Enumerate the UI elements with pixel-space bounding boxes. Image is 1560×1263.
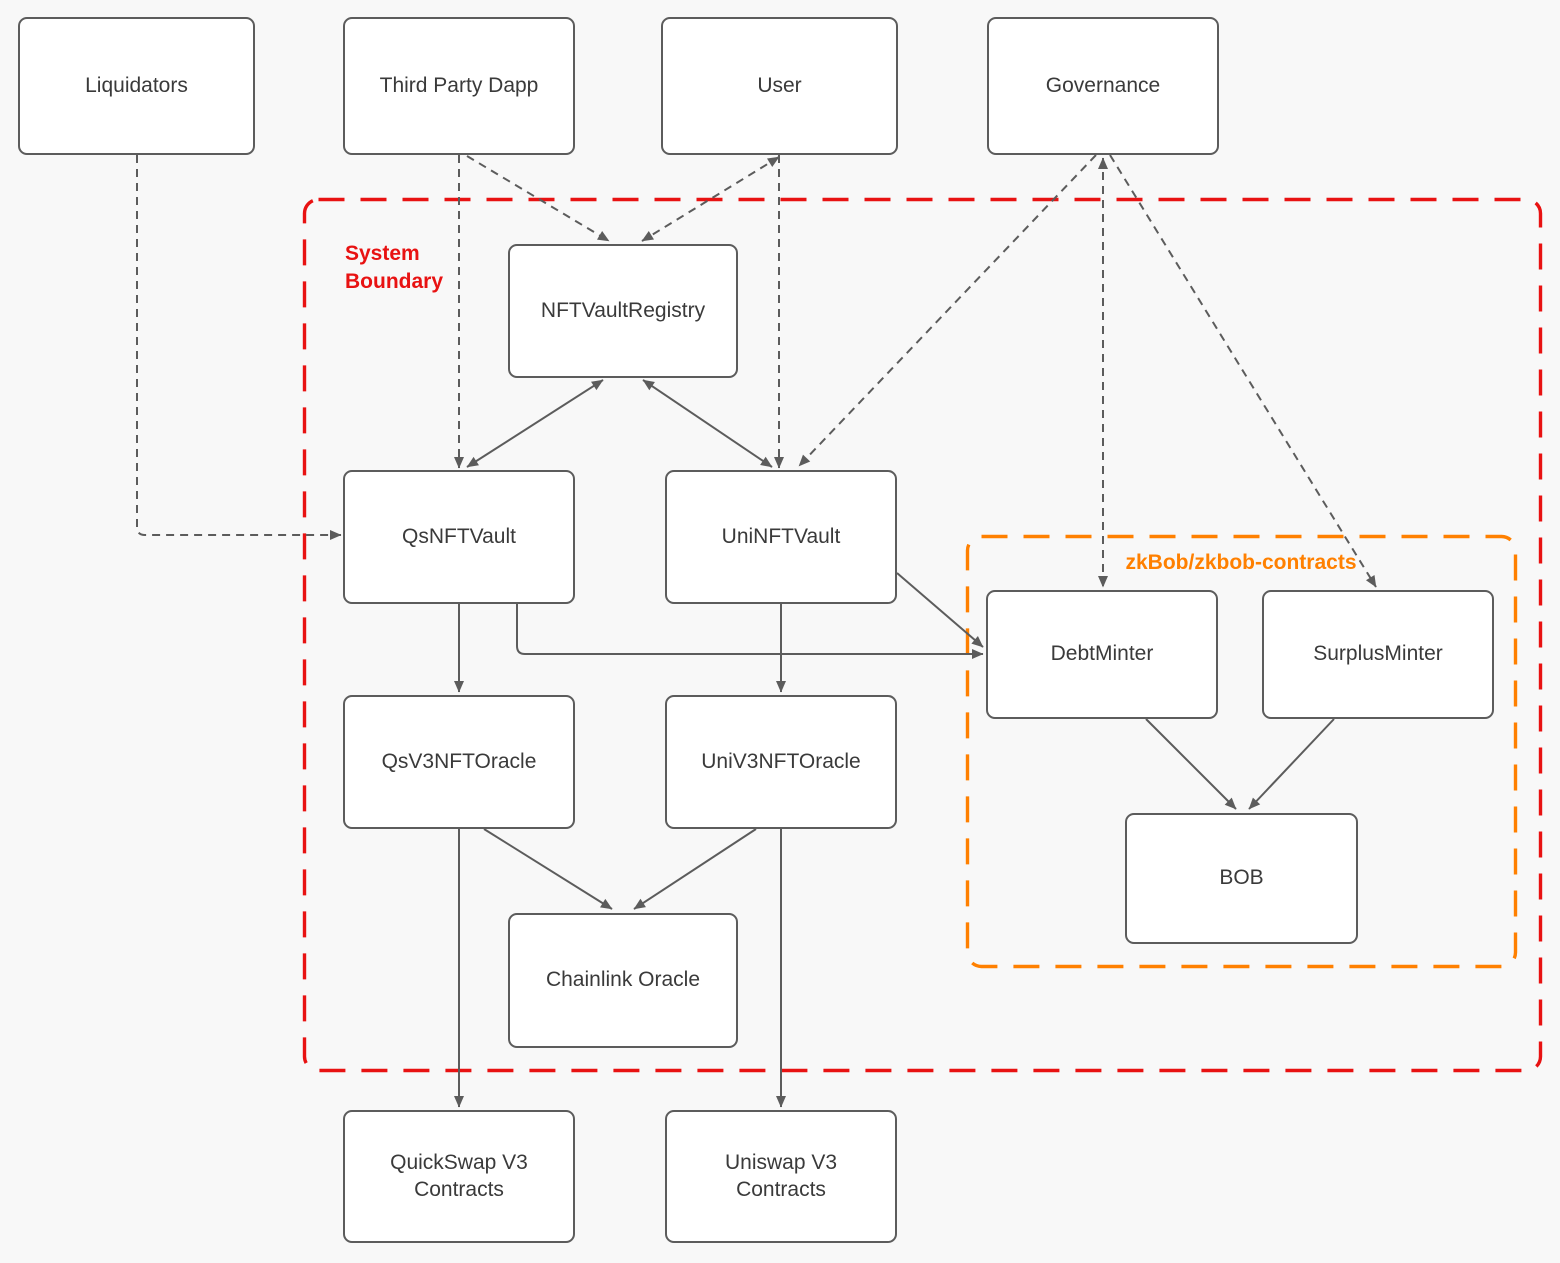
system-boundary-outline — [302, 197, 1543, 1073]
edge-liquidators-to-qsnftvault — [136, 155, 342, 540]
node-label: User — [757, 73, 802, 97]
node-label: QsV3NFTOracle — [381, 749, 537, 773]
edge-debtminter-to-bob — [1145, 718, 1237, 810]
zkbob-boundary-label: zkBob/zkbob-contracts — [1125, 551, 1357, 574]
node-label: Liquidators — [85, 73, 188, 97]
node-label: SurplusMinter — [1313, 642, 1443, 666]
node-label: QuickSwap V3 Contracts — [390, 1151, 528, 1201]
node-label: NFTVaultRegistry — [540, 298, 706, 322]
edge-nftvaultregistry-uninftvault — [642, 379, 773, 468]
node-label: UniV3NFTOracle — [701, 749, 861, 773]
edge-univ3nftoracle-to-chainlinkoracle — [633, 828, 757, 910]
edge-user-nftvaultregistry — [641, 156, 780, 242]
node-user: User — [661, 17, 898, 155]
node-uni-v3-nft-oracle: UniV3NFTOracle — [665, 695, 897, 829]
node-uniswap-v3-contracts: Uniswap V3 Contracts — [665, 1110, 897, 1243]
node-liquidators: Liquidators — [18, 17, 255, 155]
node-third-party-dapp: Third Party Dapp — [343, 17, 575, 155]
node-bob: BOB — [1125, 813, 1358, 944]
node-qs-v3-nft-oracle: QsV3NFTOracle — [343, 695, 575, 829]
node-label: UniNFTVault — [721, 524, 841, 548]
node-label: BOB — [1219, 866, 1264, 890]
node-label: DebtMinter — [1050, 642, 1154, 666]
node-label: Chainlink Oracle — [545, 968, 701, 992]
edge-nftvaultregistry-qsnftvault — [466, 379, 604, 468]
node-label: Governance — [1045, 73, 1161, 97]
edge-governance-to-surplusminter — [1109, 154, 1377, 588]
node-label: Uniswap V3 Contracts — [724, 1151, 838, 1201]
node-label: QsNFTVault — [402, 524, 516, 548]
node-label: Third Party Dapp — [379, 73, 539, 97]
edge-qsv3nftoracle-to-chainlinkoracle — [483, 828, 613, 910]
node-chainlink-oracle: Chainlink Oracle — [508, 913, 738, 1048]
node-quickswap-v3-contracts: QuickSwap V3 Contracts — [343, 1110, 575, 1243]
node-qs-nft-vault: QsNFTVault — [343, 470, 575, 604]
node-debt-minter: DebtMinter — [986, 590, 1218, 719]
node-surplus-minter: SurplusMinter — [1262, 590, 1494, 719]
system-boundary-label: System Boundary — [345, 242, 444, 293]
edge-surplusminter-to-bob — [1248, 718, 1335, 810]
node-uni-nft-vault: UniNFTVault — [665, 470, 897, 604]
node-nft-vault-registry: NFTVaultRegistry — [508, 244, 738, 378]
edge-governance-to-uninftvault — [798, 154, 1097, 467]
node-governance: Governance — [987, 17, 1219, 155]
edge-qsnftvault-to-debtminter — [516, 604, 984, 659]
zkbob-boundary-outline — [965, 534, 1518, 969]
edge-uninftvault-to-debtminter — [896, 572, 984, 648]
